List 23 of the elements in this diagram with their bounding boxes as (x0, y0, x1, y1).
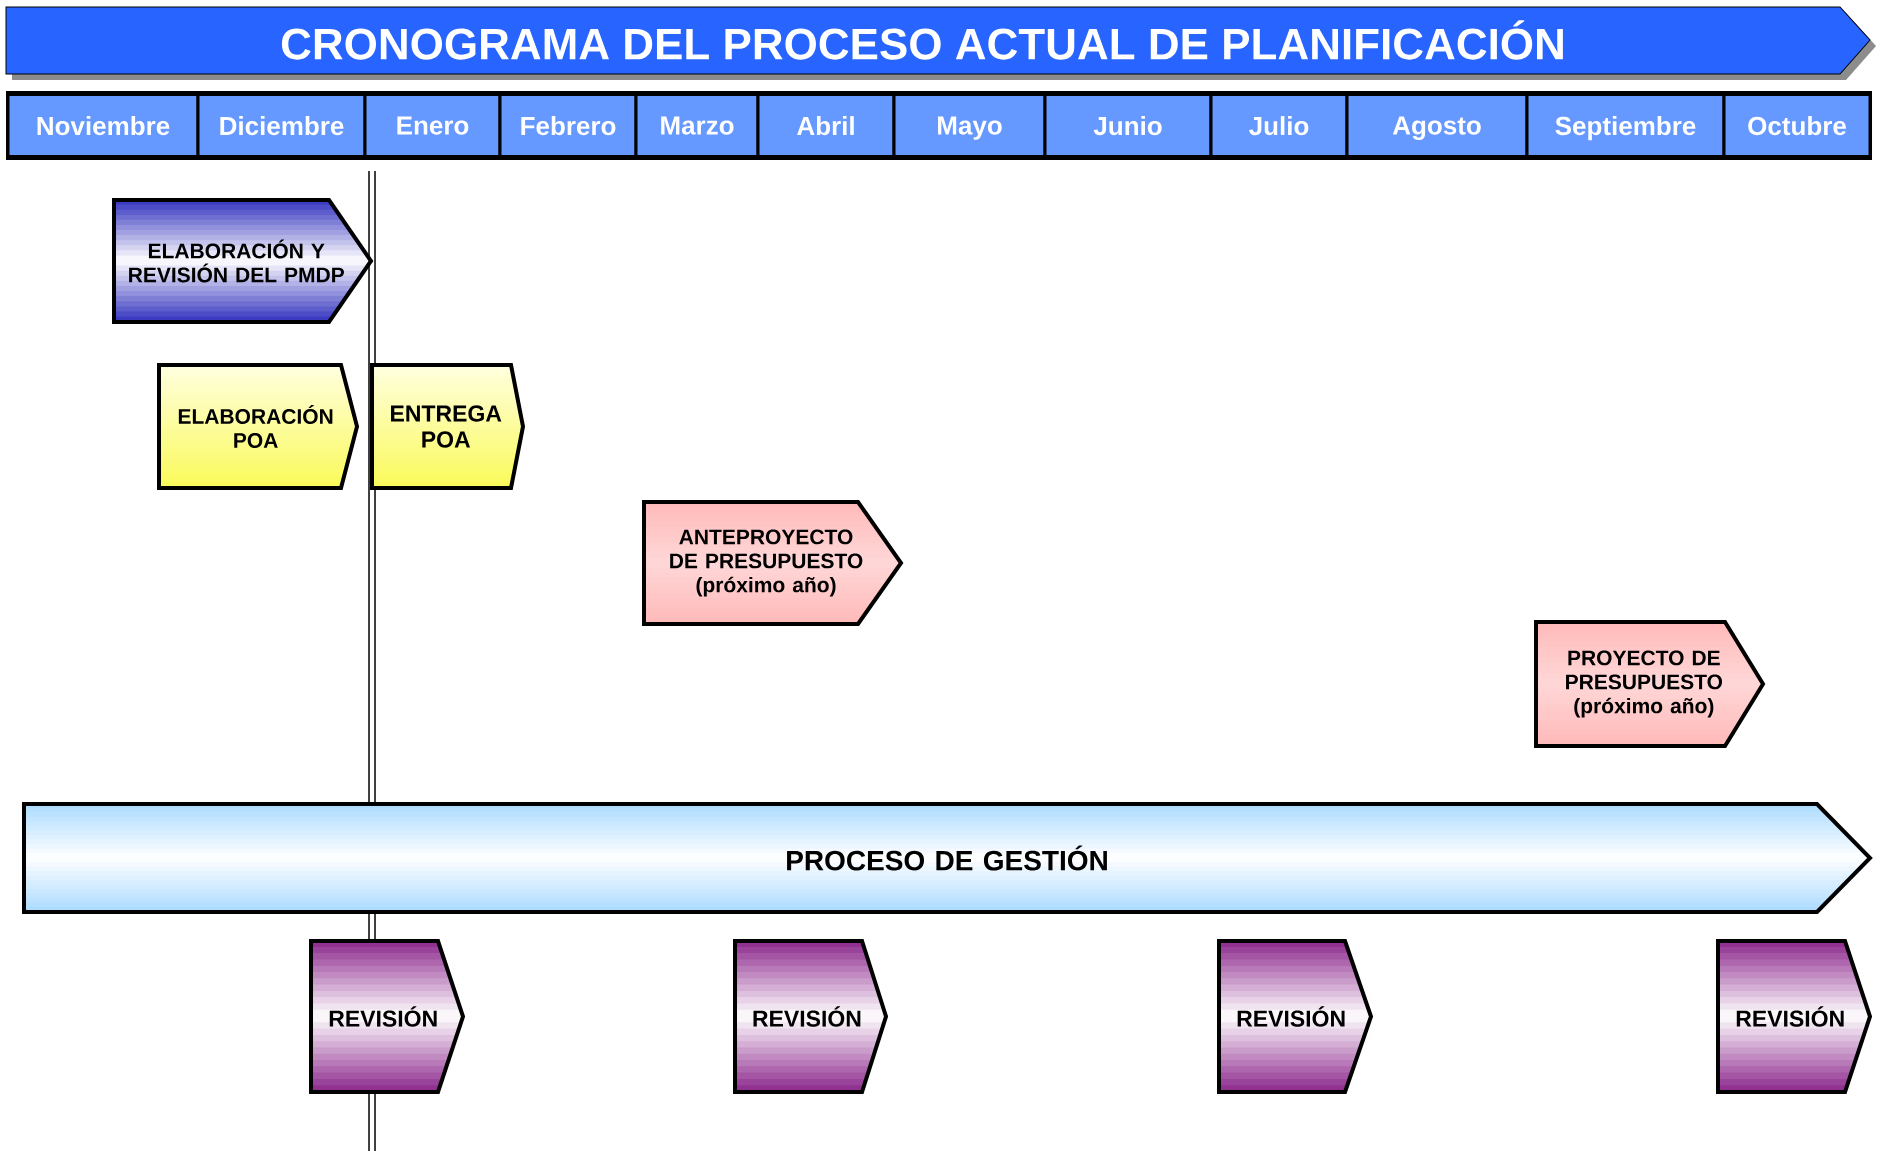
month-cell: Marzo (634, 93, 760, 158)
chevron-box: ELABORACIÓN Y REVISIÓN DEL PMDP (112, 198, 374, 324)
month-cell: Septiembre (1525, 93, 1726, 158)
month-cell: Noviembre (6, 93, 200, 158)
chevron-box: PROYECTO DE PRESUPUESTO (próximo año) (1534, 620, 1766, 748)
chevron-box: REVISIÓN (1217, 939, 1374, 1094)
month-cell: Diciembre (196, 93, 367, 158)
month-cell: Febrero (498, 93, 638, 158)
chevron-box: ELABORACIÓN POA (157, 363, 360, 490)
chevron-box: ENTREGA POA (370, 363, 526, 490)
chevron-box: PROCESO DE GESTIÓN (22, 802, 1873, 914)
chevron-box: REVISIÓN (309, 939, 466, 1094)
month-cell: Abril (756, 93, 896, 158)
title-banner: CRONOGRAMA DEL PROCESO ACTUAL DE PLANIFICACIÓN (5, 6, 1876, 80)
month-cell: Junio (1043, 93, 1213, 158)
month-cell: Enero (363, 93, 502, 158)
chevron-box: ANTEPROYECTO DE PRESUPUESTO (próximo año) (642, 500, 904, 626)
month-cell: Agosto (1345, 93, 1529, 158)
month-cell: Octubre (1722, 93, 1872, 158)
chevron-box: REVISIÓN (1716, 939, 1873, 1094)
month-cell: Julio (1209, 93, 1349, 158)
chevron-box: REVISIÓN (733, 939, 889, 1094)
month-cell: Mayo (892, 93, 1047, 158)
